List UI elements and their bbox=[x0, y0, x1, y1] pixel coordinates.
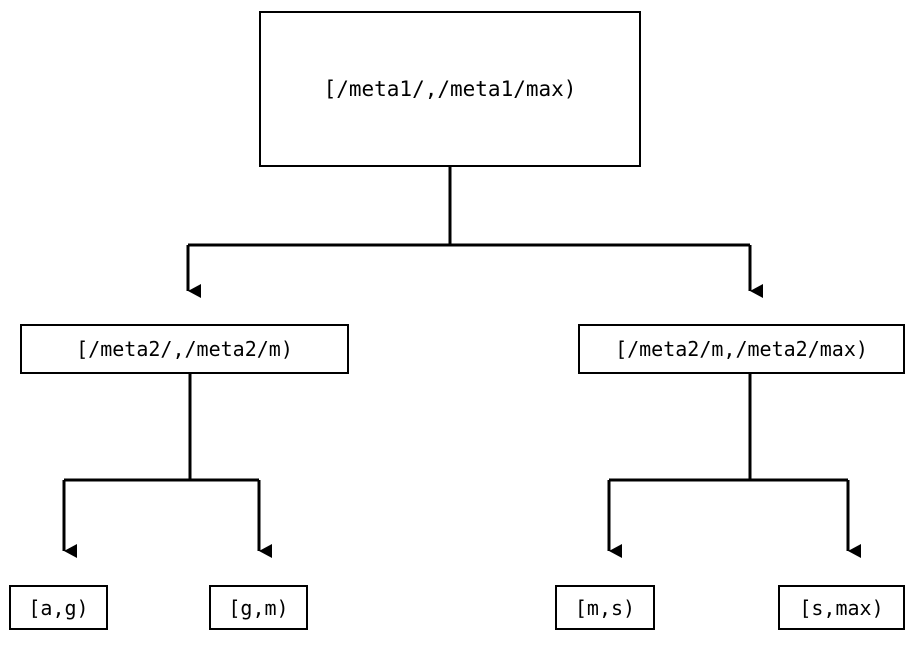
tree-node-leaf-smax[interactable]: [s,max) bbox=[778, 585, 905, 630]
tree-node-leaf-ag[interactable]: [a,g) bbox=[9, 585, 108, 630]
tree-node-left-mid[interactable]: [/meta2/,/meta2/m) bbox=[20, 324, 349, 374]
tree-node-root[interactable]: [/meta1/,/meta1/max) bbox=[259, 11, 641, 167]
tree-node-leaf-ms-label: [m,s) bbox=[574, 595, 636, 620]
tree-node-left-mid-label: [/meta2/,/meta2/m) bbox=[76, 337, 293, 361]
tree-node-leaf-gm[interactable]: [g,m) bbox=[209, 585, 308, 630]
tree-node-right-mid-label: [/meta2/m,/meta2/max) bbox=[615, 337, 868, 361]
tree-node-leaf-ag-label: [a,g) bbox=[28, 595, 89, 620]
tree-node-right-mid[interactable]: [/meta2/m,/meta2/max) bbox=[578, 324, 905, 374]
tree-node-leaf-ms[interactable]: [m,s) bbox=[555, 585, 655, 630]
tree-node-leaf-smax-label: [s,max) bbox=[799, 595, 884, 620]
tree-node-root-label: [/meta1/,/meta1/max) bbox=[323, 76, 577, 101]
tree-node-leaf-gm-label: [g,m) bbox=[228, 595, 289, 620]
